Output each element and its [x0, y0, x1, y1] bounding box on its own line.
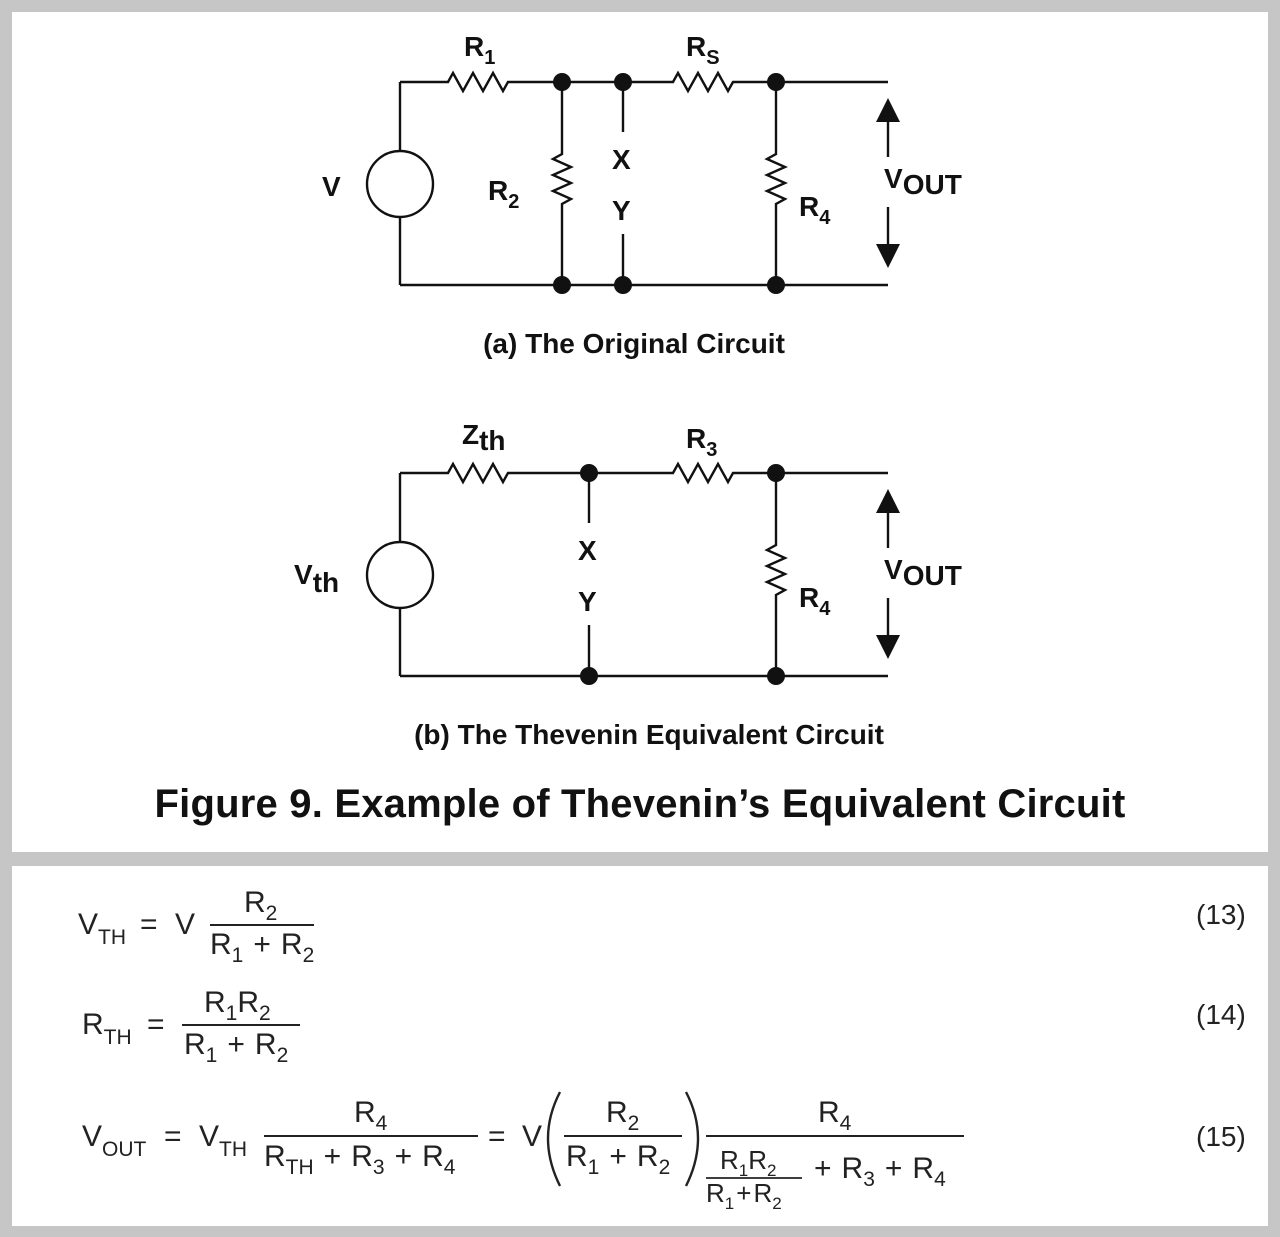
- caption-b: (b) The Thevenin Equivalent Circuit: [414, 719, 884, 750]
- node-b-2: [767, 464, 785, 482]
- caption-a: (a) The Original Circuit: [483, 328, 785, 359]
- vout-arrow-a-down: [876, 244, 900, 268]
- label-x-a: X: [612, 144, 631, 175]
- label-vout-a: VOUT: [884, 163, 962, 200]
- equation-13: VTH = V R2 R1+R2 (13): [78, 886, 1246, 967]
- eq15-number: (15): [1196, 1121, 1246, 1152]
- eq15-vth: VTH: [199, 1120, 247, 1161]
- eq15-f3-inner-numerator: R1R2: [720, 1145, 777, 1180]
- node-b-4: [767, 667, 785, 685]
- circuit-b: Zth R3 Vth X Y R4 VOUT (b) The Thevenin …: [294, 419, 962, 750]
- label-vout-b: VOUT: [884, 554, 962, 591]
- node-b-3: [580, 667, 598, 685]
- label-rs: RS: [686, 31, 720, 69]
- eq15-equals-1: =: [164, 1120, 182, 1153]
- node-a-6: [767, 276, 785, 294]
- vout-arrow-b-up: [876, 489, 900, 513]
- eq15-f1-numerator: R4: [354, 1096, 388, 1135]
- eq15-f2-denominator: R1+R2: [566, 1140, 670, 1179]
- eq14-equals: =: [147, 1008, 165, 1041]
- label-r1: R1: [464, 31, 495, 69]
- eq14-denominator: R1+R2: [184, 1028, 288, 1067]
- resistor-r4-a: [764, 82, 788, 285]
- label-r4-a: R4: [799, 191, 831, 229]
- resistor-r2: [550, 82, 574, 285]
- equation-15: VOUT = VTH R4 RTH+R3+R4 = V R2 R1+R2 R4 …: [82, 1091, 1246, 1213]
- circuit-b-top-wire: [400, 461, 888, 485]
- node-a-2: [614, 73, 632, 91]
- eq13-denominator: R1+R2: [210, 928, 314, 967]
- vout-arrow-a-up: [876, 98, 900, 122]
- eq15-right-paren: [684, 1091, 700, 1187]
- label-zth: Zth: [462, 419, 506, 456]
- voltage-source-v: [365, 149, 435, 219]
- resistor-r4-b: [764, 473, 788, 676]
- eq15-lhs: VOUT: [82, 1120, 147, 1161]
- label-r4-b: R4: [799, 582, 831, 620]
- circuit-diagrams: R1 RS V R2 X Y R4 VOUT (a) The Original …: [294, 31, 962, 750]
- equations: VTH = V R2 R1+R2 (13) RTH = R1R2 R1+R2 (…: [78, 886, 1246, 1213]
- node-a-3: [767, 73, 785, 91]
- vout-arrow-b-down: [876, 635, 900, 659]
- label-y-a: Y: [612, 195, 631, 226]
- label-r2: R2: [488, 175, 519, 213]
- label-y-b: Y: [578, 586, 597, 617]
- eq15-v: V: [522, 1120, 542, 1153]
- eq13-lhs: VTH: [78, 908, 126, 949]
- voltage-source-vth: [365, 540, 435, 610]
- eq13-equals: =: [140, 908, 158, 941]
- eq15-f2-numerator: R2: [606, 1096, 639, 1135]
- eq15-f3-inner-denominator: R1+R2: [706, 1178, 782, 1213]
- equation-14: RTH = R1R2 R1+R2 (14): [82, 986, 1246, 1067]
- eq13-coef: V: [175, 908, 195, 941]
- eq13-numerator: R2: [244, 886, 277, 925]
- equations-panel: VTH = V R2 R1+R2 (13) RTH = R1R2 R1+R2 (…: [12, 866, 1268, 1226]
- eq14-number: (14): [1196, 999, 1246, 1030]
- label-x-b: X: [578, 535, 597, 566]
- label-r3: R3: [686, 423, 717, 461]
- eq15-equals-2: =: [488, 1120, 506, 1153]
- eq15-f3-numerator: R4: [818, 1096, 852, 1135]
- node-a-4: [553, 276, 571, 294]
- circuit-a: R1 RS V R2 X Y R4 VOUT (a) The Original …: [322, 31, 962, 359]
- node-a-1: [553, 73, 571, 91]
- figure-panel: R1 RS V R2 X Y R4 VOUT (a) The Original …: [12, 12, 1268, 852]
- eq15-f3-tail: +R3+R4: [814, 1152, 946, 1191]
- eq15-f1-denominator: RTH+R3+R4: [264, 1140, 456, 1179]
- eq14-lhs: RTH: [82, 1008, 132, 1049]
- eq14-numerator: R1R2: [204, 986, 271, 1025]
- node-b-1: [580, 464, 598, 482]
- circuit-a-top-wire: [400, 70, 888, 94]
- label-vth: Vth: [294, 559, 339, 598]
- label-v: V: [322, 171, 341, 202]
- eq15-left-paren: [546, 1091, 562, 1187]
- eq13-number: (13): [1196, 899, 1246, 930]
- figure-title: Figure 9. Example of Thevenin’s Equivale…: [154, 782, 1126, 826]
- node-a-5: [614, 276, 632, 294]
